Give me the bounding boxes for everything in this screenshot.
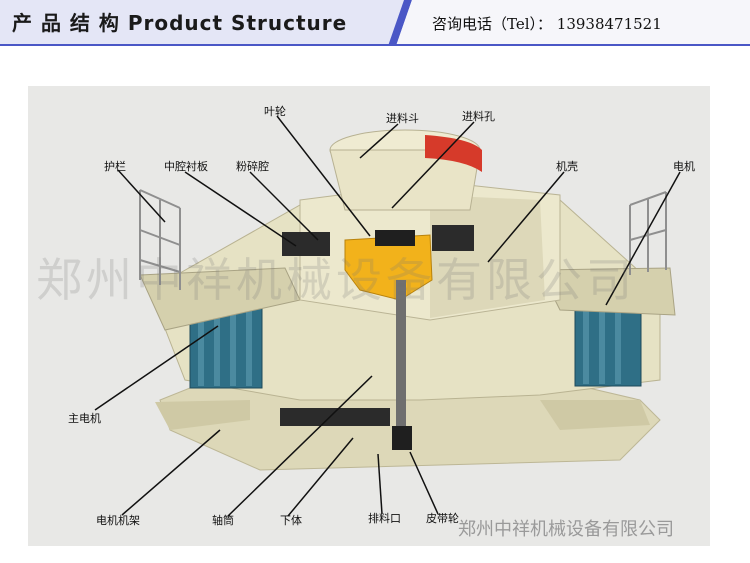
label-motor-frame: 电机机架 (96, 514, 140, 527)
header-background (0, 0, 750, 46)
motor-fin (230, 300, 236, 386)
label-discharge-port: 排料口 (368, 512, 401, 525)
page-title: 产 品 结 构 Product Structure (12, 11, 348, 35)
motor-fin (198, 300, 204, 386)
motor-fin (615, 302, 621, 384)
motor-fin (599, 302, 605, 384)
label-crushing-chamber: 粉碎腔 (236, 160, 269, 173)
motor-fin (246, 300, 252, 386)
motor-frame-right (540, 400, 650, 430)
watermark-text: 郑州中祥机械设备有限公司 (36, 253, 636, 307)
shaft-housing (280, 408, 390, 426)
label-belt-pulley: 皮带轮 (426, 512, 459, 525)
label-impeller: 叶轮 (264, 105, 286, 118)
impeller-top (375, 230, 415, 246)
main-shaft (396, 280, 406, 440)
label-feed-hole: 进料孔 (462, 110, 495, 123)
label-cavity-liner: 中腔衬板 (164, 160, 208, 173)
cavity-liner (282, 232, 330, 256)
tel-panel (396, 0, 750, 46)
label-casing: 机壳 (556, 160, 578, 173)
motor-fin (214, 300, 220, 386)
hopper-ring (425, 135, 482, 172)
belt-pulley (392, 426, 412, 450)
label-lower-body: 下体 (280, 514, 302, 527)
label-shaft-barrel: 轴筒 (212, 514, 234, 527)
guard-rail-left (139, 189, 181, 290)
title-panel (0, 0, 404, 46)
leader-lines (94, 115, 681, 517)
label-main-motor: 主电机 (68, 412, 101, 425)
header-bar: 产 品 结 构 Product Structure 咨询电话（Tel）： 139… (0, 0, 750, 46)
guard-rail-right (629, 191, 667, 275)
label-guard-rail: 护栏 (104, 160, 126, 173)
label-motor: 电机 (673, 160, 695, 173)
title-separator (388, 0, 412, 46)
footer-watermark: 郑州中祥机械设备有限公司 (458, 519, 674, 540)
header-underline (0, 44, 750, 46)
motor-fin (583, 302, 589, 384)
contact-phone: 咨询电话（Tel）： 13938471521 (432, 15, 662, 33)
label-feed-hopper: 进料斗 (386, 112, 419, 125)
motor-frame-left (155, 400, 250, 430)
cavity-liner-right (432, 225, 474, 251)
